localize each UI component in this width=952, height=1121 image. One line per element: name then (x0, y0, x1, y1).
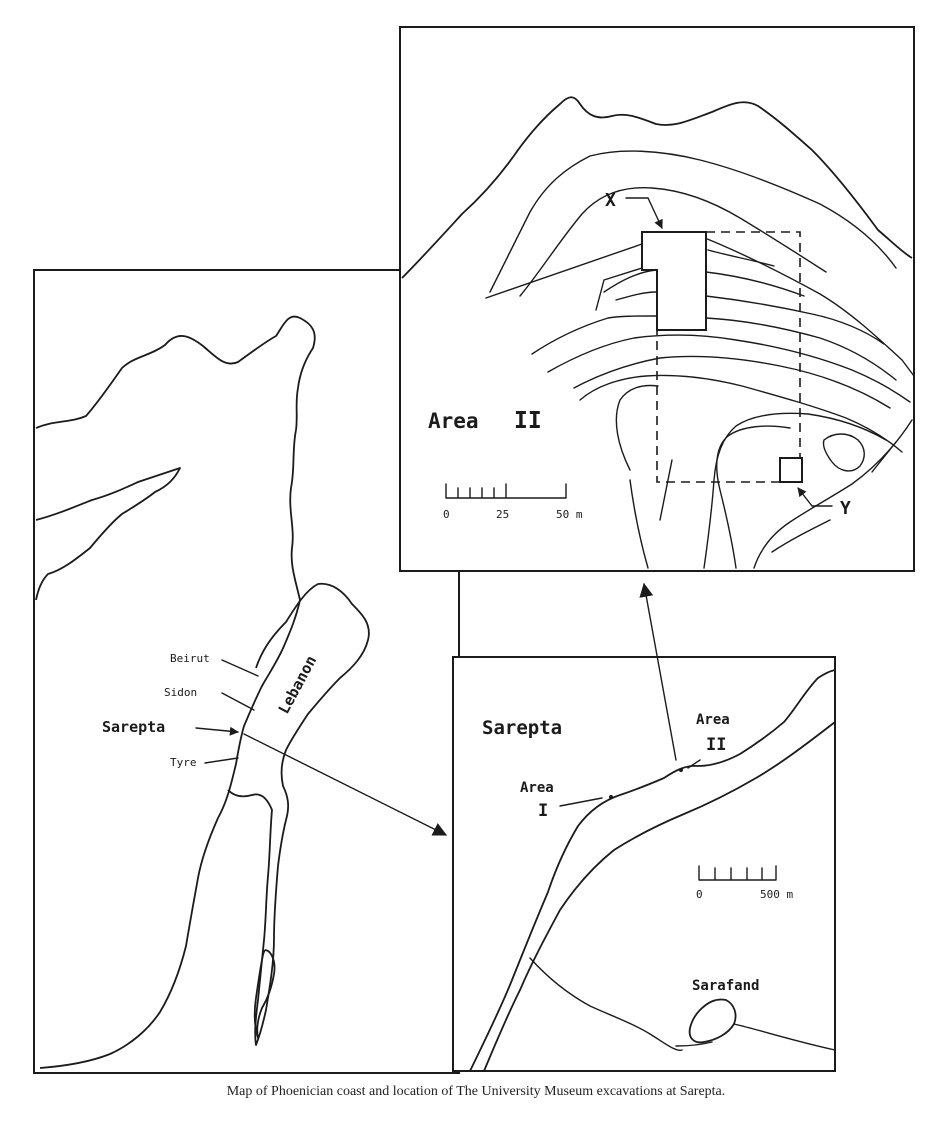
lake-outline (253, 949, 276, 1039)
marker-x-label: X (605, 190, 616, 211)
area2-title-numeral: II (514, 408, 542, 434)
sarafand-roads (675, 1023, 836, 1051)
city-label-tyre: Tyre (170, 756, 197, 769)
area2-title: Area (428, 409, 479, 433)
excavation-area-y (779, 457, 803, 483)
contour-13 (629, 459, 673, 569)
contour-1 (489, 150, 897, 293)
contour-2 (519, 187, 827, 297)
contour-12 (615, 384, 659, 471)
sarepta-scale-bar: 0 500 m (696, 865, 793, 901)
levant-coastline (39, 429, 301, 1069)
beirut-leader (221, 659, 259, 677)
sarepta-road (483, 721, 836, 1072)
sidon-leader (221, 692, 255, 711)
area-1-leader (559, 797, 603, 807)
sarepta-inland-road (529, 957, 683, 1051)
sarepta-scale-start: 0 (696, 888, 703, 901)
contour-7 (615, 291, 885, 345)
area-2-label: Area (696, 712, 730, 728)
contour-14 (703, 412, 887, 569)
contour-18 (822, 433, 865, 472)
sarepta-coastline (469, 669, 836, 1072)
sarepta-map: Sarepta Area I Area II Sarafand 0 500 m (452, 656, 836, 1072)
excavation-limit-dashed (656, 231, 801, 483)
connector-arrow-sarepta-to-area2 (639, 582, 677, 761)
sarepta-map-frame (452, 656, 836, 1072)
area-1-numeral: I (538, 801, 548, 821)
regional-map: Beirut Sidon Sarepta Tyre Lebanon (33, 269, 460, 1074)
sarepta-map-title: Sarepta (482, 717, 562, 739)
contour-3 (485, 243, 643, 311)
area2-scale-end: 50 m (556, 508, 583, 521)
area-1-marker (609, 795, 613, 799)
contour-11 (579, 374, 903, 453)
cyprus-peninsula (35, 467, 181, 601)
area2-scale-start: 0 (443, 508, 450, 521)
cyprus-coastline (35, 315, 316, 431)
city-label-sidon: Sidon (164, 686, 197, 699)
area2-map: X Y Area II 0 25 50 m (399, 26, 915, 572)
figure-caption: Map of Phoenician coast and location of … (226, 1084, 726, 1099)
contour-8 (531, 315, 897, 381)
contour-9 (547, 334, 911, 403)
contour-5 (707, 249, 775, 267)
marker-y-label: Y (840, 498, 851, 519)
area-2-marker (679, 768, 683, 772)
sarafand-label: Sarafand (692, 978, 759, 994)
connector-arrow-regional-to-sarepta (243, 733, 448, 836)
contour-17 (771, 441, 897, 553)
lebanon-border (227, 582, 370, 1046)
marker-y-leader (797, 487, 833, 507)
marker-x-leader (625, 197, 663, 229)
tyre-leader (204, 757, 239, 764)
city-label-beirut: Beirut (170, 652, 210, 665)
area2-ridge (401, 96, 913, 279)
sarepta-leader (195, 726, 239, 736)
sarepta-scale-end: 500 m (760, 888, 793, 901)
area-2-leader (687, 759, 701, 769)
area2-scale-mid: 25 (496, 508, 509, 521)
contour-10 (573, 355, 891, 409)
area-2-numeral: II (706, 735, 726, 755)
city-label-sarepta: Sarepta (102, 718, 165, 736)
contour-15 (716, 425, 791, 569)
area-1-label: Area (520, 780, 554, 796)
area2-scale-bar: 0 25 50 m (443, 483, 583, 521)
sarafand-outline (688, 998, 737, 1044)
